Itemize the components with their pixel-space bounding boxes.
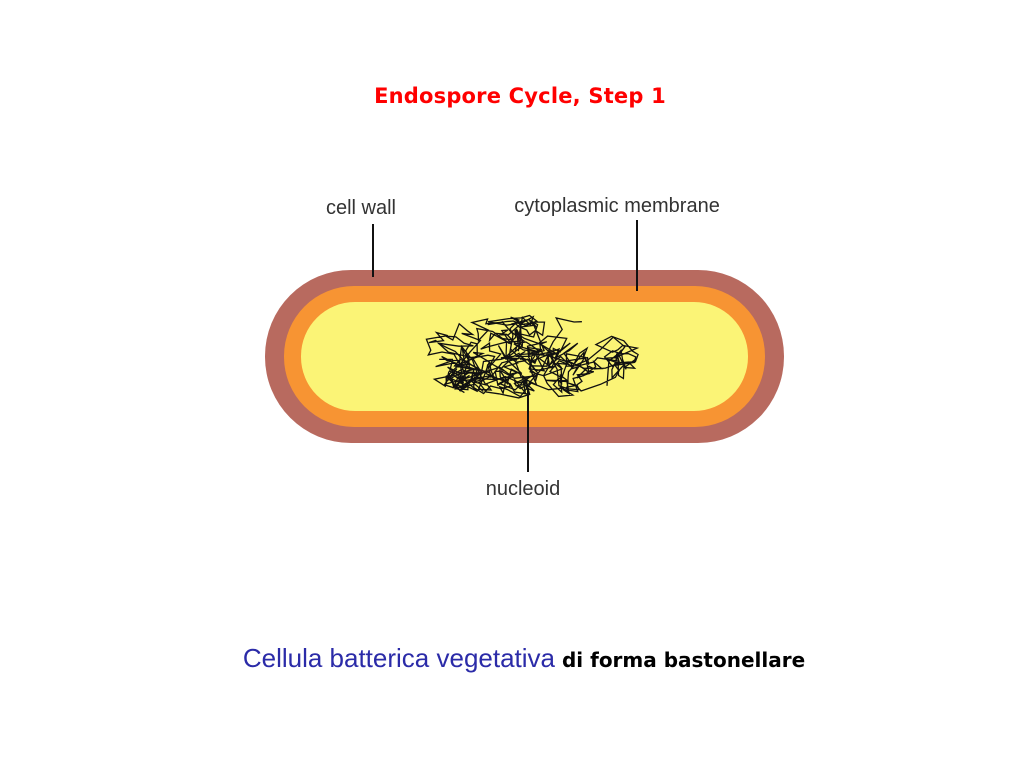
nucleoid-icon	[425, 314, 640, 399]
nucleoid-strand	[432, 322, 541, 394]
slide-caption: Cellula batterica vegetativa di forma ba…	[0, 643, 1024, 674]
nucleoid-strand	[514, 317, 604, 395]
nucleoid-strand	[469, 315, 546, 387]
slide-title: Endospore Cycle, Step 1	[374, 84, 666, 108]
nucleoid-strand	[477, 341, 564, 398]
nucleoid-strand	[425, 331, 531, 399]
nucleoid-strand	[514, 328, 637, 398]
caption-main-text: Cellula batterica vegetativa	[242, 643, 556, 673]
nucleoid-strand	[526, 335, 640, 391]
nucleoid-label: nucleoid	[486, 478, 561, 500]
caption-rest-text: di forma bastonellare	[555, 648, 806, 672]
cytoplasmic-membrane-label: cytoplasmic membrane	[514, 195, 720, 217]
cell-wall-label: cell wall	[326, 197, 396, 219]
